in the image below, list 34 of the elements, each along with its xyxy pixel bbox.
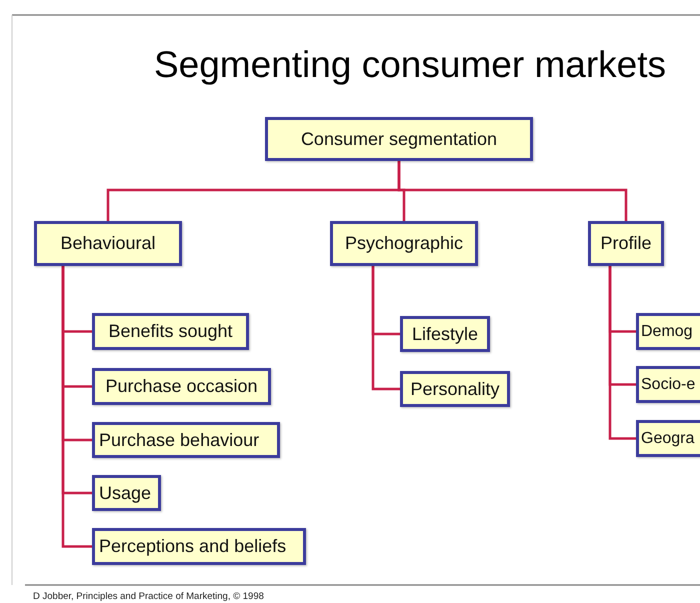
category-box bbox=[92, 528, 306, 565]
node-label: Geogra bbox=[641, 430, 694, 448]
connector-line bbox=[372, 266, 400, 390]
category-box bbox=[92, 422, 280, 458]
category-box bbox=[400, 371, 510, 407]
node-label: Benefits sought bbox=[108, 321, 233, 342]
category-box bbox=[92, 475, 161, 511]
node-label: Perceptions and beliefs bbox=[99, 536, 286, 557]
category-box bbox=[92, 368, 271, 405]
node-label: Psychographic bbox=[344, 233, 464, 254]
category-box bbox=[330, 221, 478, 266]
category-box bbox=[34, 221, 182, 266]
title: Segmenting consumer markets bbox=[152, 44, 668, 86]
node-label: Personality bbox=[410, 378, 500, 400]
node-label: Behavioural bbox=[60, 233, 156, 254]
node-label: Usage bbox=[99, 482, 152, 504]
node-label: Purchase occasion bbox=[105, 376, 258, 397]
connector-line bbox=[62, 266, 92, 548]
node-label: Purchase behaviour bbox=[99, 430, 260, 450]
node-label: Demog bbox=[641, 322, 693, 340]
node-label: Lifestyle bbox=[412, 324, 478, 344]
node-label: Consumer segmentation bbox=[300, 128, 498, 150]
node-label: Profile bbox=[600, 233, 652, 254]
category-box bbox=[400, 316, 490, 352]
connector-line bbox=[608, 266, 636, 440]
category-box bbox=[636, 366, 700, 403]
category-box bbox=[265, 117, 533, 161]
category-box bbox=[588, 221, 664, 266]
source-citation: D Jobber, Principles and Practice of Marketing, © 1998 bbox=[33, 591, 264, 602]
category-box bbox=[636, 420, 700, 457]
category-box bbox=[92, 313, 249, 350]
node-label: Socio-e bbox=[641, 376, 696, 394]
category-box bbox=[636, 313, 700, 350]
connector-line bbox=[398, 161, 628, 221]
